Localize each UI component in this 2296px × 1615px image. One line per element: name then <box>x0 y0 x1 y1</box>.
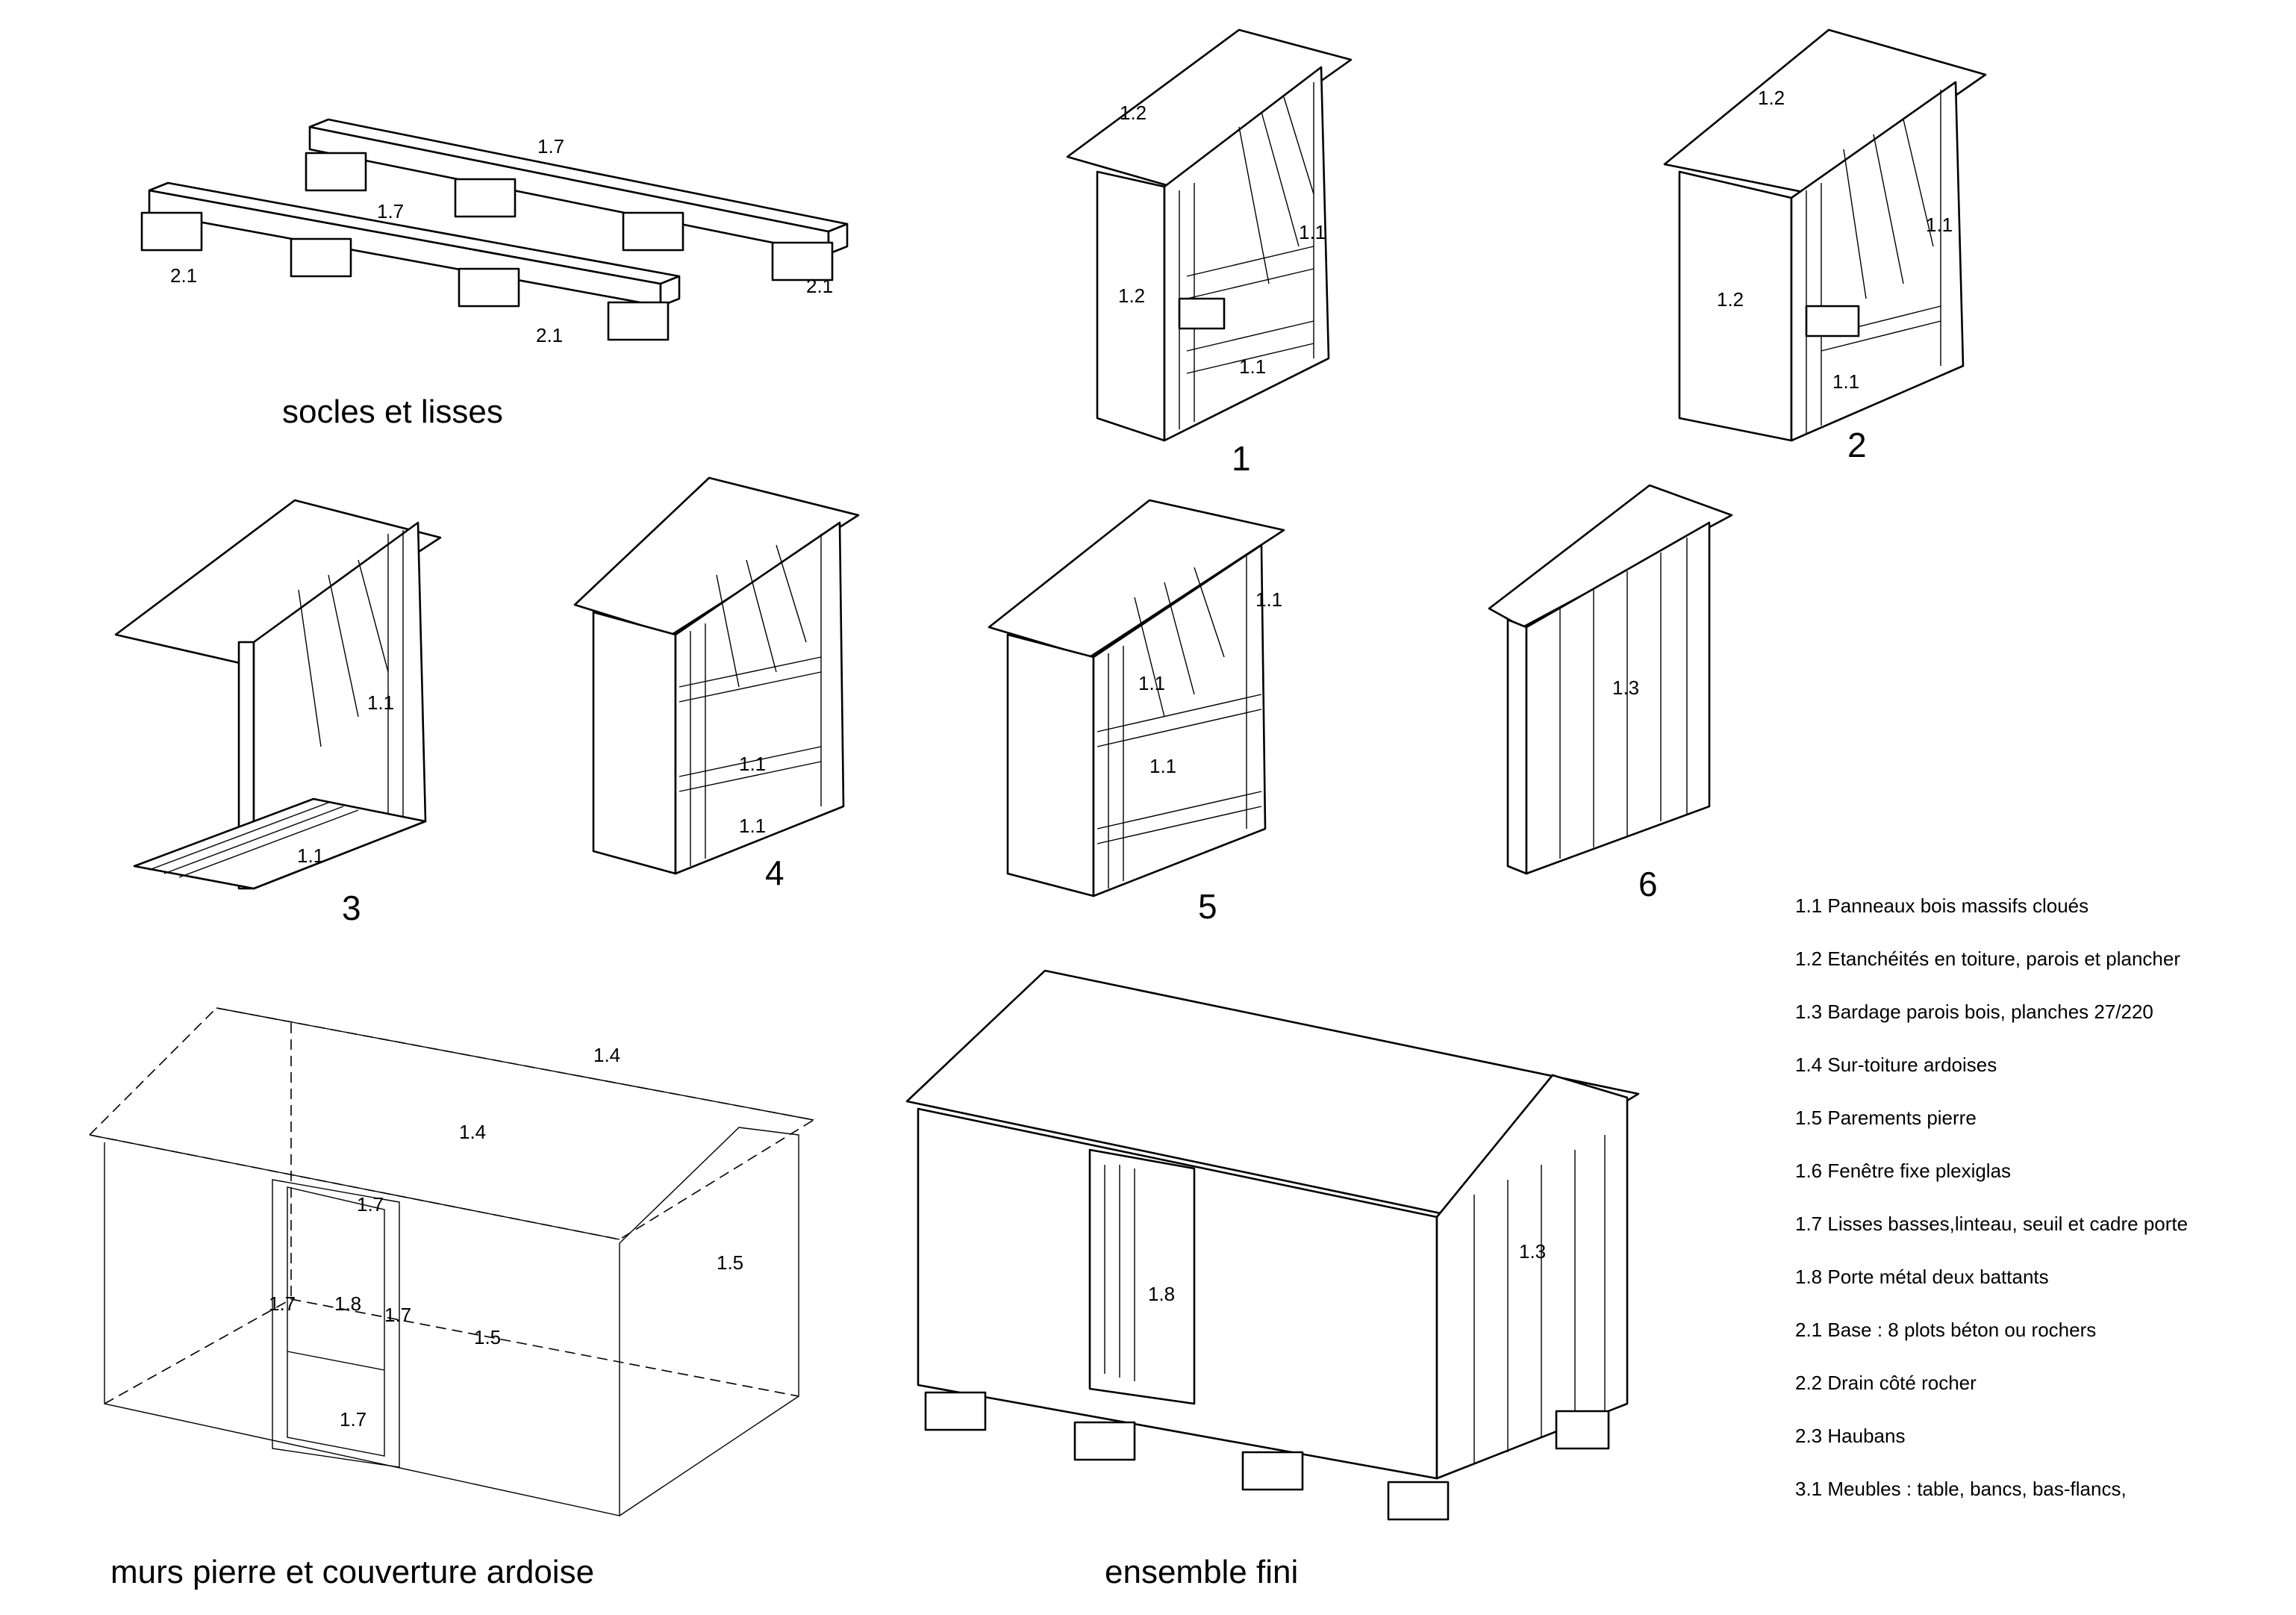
legend-item: 1.4 Sur-toiture ardoises <box>1795 1054 1997 1076</box>
view-ensemble-fini: 1.8 1.3 ensemble fini <box>905 969 1640 1590</box>
label-lisse-back: 1.7 <box>537 135 564 158</box>
caption-socles: socles et lisses <box>282 393 503 430</box>
view-murs-pierre: 1.4 1.4 1.5 1.5 1.7 1.7 1.8 1.7 1.7 murs… <box>88 1007 816 1590</box>
label-plot-left: 2.1 <box>170 264 197 287</box>
label-1-wall: 1.2 <box>1118 284 1145 307</box>
label-lisse-front: 1.7 <box>377 200 404 223</box>
caption-murs: murs pierre et couverture ardoise <box>110 1554 594 1590</box>
label-5-lower: 1.1 <box>1149 755 1176 777</box>
label-murs-wall: 1.5 <box>474 1326 501 1348</box>
view-number-5: 5 <box>1198 887 1217 926</box>
label-5-panel: 1.1 <box>1255 588 1282 611</box>
view-number-2: 2 <box>1847 426 1867 464</box>
label-4-floor: 1.1 <box>739 815 766 837</box>
label-murs-door: 1.8 <box>334 1292 361 1315</box>
label-6-cladding: 1.3 <box>1612 676 1639 699</box>
view-6: 1.3 6 <box>1488 484 1733 903</box>
legend-item: 1.1 Panneaux bois massifs cloués <box>1795 894 2088 917</box>
label-ensemble-door: 1.8 <box>1148 1283 1175 1305</box>
label-murs-roof-top: 1.4 <box>593 1044 620 1066</box>
legend-item: 1.7 Lisses basses,linteau, seuil et cadr… <box>1795 1213 2188 1235</box>
view-3: 1.1 1.1 3 <box>114 499 442 927</box>
label-1-roof: 1.2 <box>1120 102 1147 124</box>
label-murs-sill: 1.7 <box>340 1408 366 1431</box>
view-4: 1.1 1.1 4 <box>573 476 860 892</box>
view-number-3: 3 <box>342 889 361 927</box>
caption-ensemble: ensemble fini <box>1105 1554 1298 1590</box>
view-number-6: 6 <box>1638 865 1658 903</box>
label-2-floor: 1.1 <box>1832 370 1859 393</box>
legend-item: 2.3 Haubans <box>1795 1425 1905 1447</box>
label-murs-gable: 1.5 <box>717 1251 743 1274</box>
view-1: 1.2 1.1 1.2 1.1 1 <box>1066 28 1353 478</box>
legend-item: 1.8 Porte métal deux battants <box>1795 1266 2049 1288</box>
view-2: 1.2 1.1 1.2 1.1 2 <box>1663 28 1987 464</box>
view-number-1: 1 <box>1232 439 1251 478</box>
label-murs-lintel: 1.7 <box>357 1193 384 1216</box>
label-plot-right: 2.1 <box>806 275 833 297</box>
label-3-floor: 1.1 <box>297 844 324 867</box>
legend-item: 2.2 Drain côté rocher <box>1795 1372 1977 1394</box>
view-socles-et-lisses: 1.7 1.7 2.1 2.1 2.1 socles et lisses <box>140 118 849 430</box>
label-2-roof: 1.2 <box>1758 87 1785 109</box>
legend-item: 1.6 Fenêtre fixe plexiglas <box>1795 1160 2011 1182</box>
label-murs-roof: 1.4 <box>459 1121 486 1143</box>
legend: 1.1 Panneaux bois massifs cloués 1.2 Eta… <box>1795 894 2188 1500</box>
label-murs-frame-left: 1.7 <box>269 1292 296 1315</box>
label-1-panel: 1.1 <box>1299 221 1326 243</box>
label-murs-frame-right: 1.7 <box>384 1304 411 1326</box>
label-1-floor: 1.1 <box>1239 355 1266 378</box>
view-5: 1.1 1.1 1.1 5 <box>988 499 1285 926</box>
legend-item: 1.2 Etanchéités en toiture, parois et pl… <box>1795 947 2180 970</box>
legend-item: 2.1 Base : 8 plots béton ou rochers <box>1795 1319 2096 1341</box>
label-plot-front: 2.1 <box>536 324 563 346</box>
legend-item: 1.5 Parements pierre <box>1795 1107 1977 1129</box>
legend-item: 1.3 Bardage parois bois, planches 27/220 <box>1795 1001 2153 1023</box>
label-5-upper: 1.1 <box>1138 672 1165 694</box>
label-ensemble-cladding: 1.3 <box>1519 1240 1546 1263</box>
view-number-4: 4 <box>765 853 784 892</box>
label-3-panel: 1.1 <box>367 691 394 714</box>
label-4-bench: 1.1 <box>739 753 766 775</box>
label-2-panel: 1.1 <box>1926 214 1953 236</box>
label-2-wall: 1.2 <box>1717 288 1744 311</box>
legend-item: 3.1 Meubles : table, bancs, bas-flancs, <box>1795 1478 2127 1500</box>
